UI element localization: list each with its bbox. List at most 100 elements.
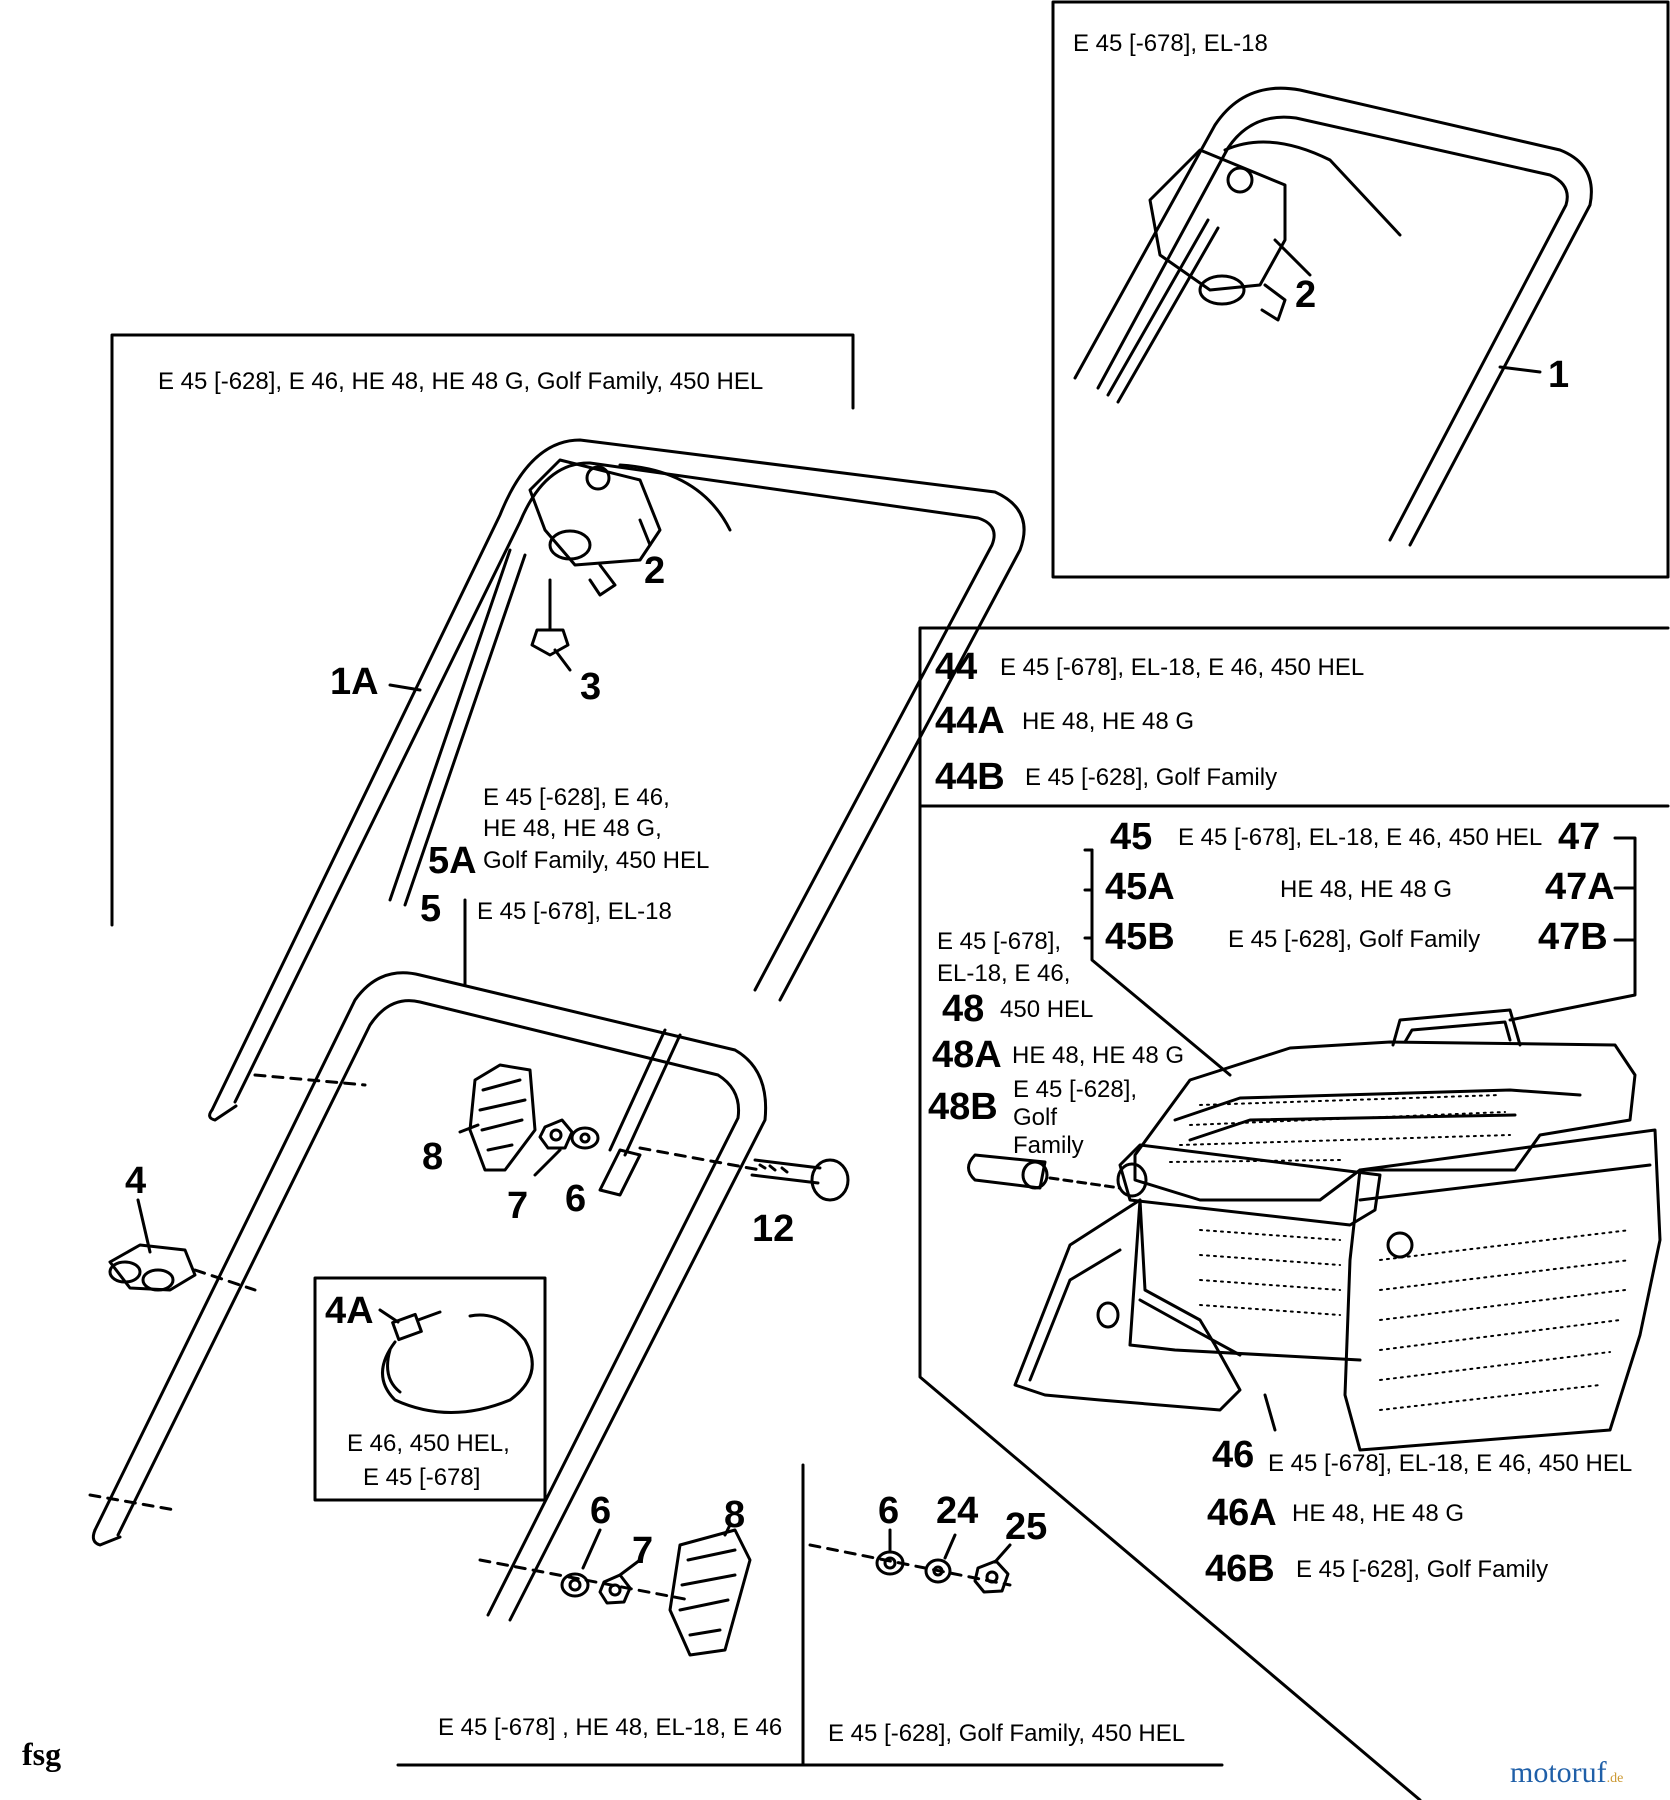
leader-24 [943, 1533, 957, 1560]
part-label-24: 24 [936, 1490, 979, 1532]
part-label-4: 4 [125, 1160, 147, 1202]
variant-46b-models: E 45 [-628], Golf Family [1296, 1556, 1549, 1583]
variant-48-code: 48 [942, 988, 985, 1030]
leader-8b [723, 1523, 732, 1537]
variant-46b-code: 46B [1205, 1548, 1275, 1590]
variant-45-code: 45 [1110, 816, 1153, 858]
leader-2a [1273, 238, 1312, 277]
note-5: E 45 [-678], EL-18 [477, 898, 672, 925]
leader-25 [993, 1543, 1012, 1564]
panel-top-right-frame [1051, 0, 1670, 579]
panel-clamp-frame [313, 1276, 547, 1502]
variant-46-models: E 45 [-678], EL-18, E 46, 450 HEL [1268, 1450, 1633, 1477]
part-label-6a: 6 [565, 1178, 587, 1220]
leader-1 [1498, 365, 1542, 374]
caption-top-right: E 45 [-678], EL-18 [1073, 30, 1268, 57]
note-5a-line1: E 45 [-628], E 46, [483, 784, 670, 811]
variant-44-code: 44 [935, 646, 978, 688]
clip-4-axis [193, 1268, 257, 1292]
bracket-45-leader [1090, 848, 1232, 1077]
bolt-icon [750, 1158, 850, 1202]
caption-bottom-right: E 45 [-628], Golf Family, 450 HEL [828, 1720, 1186, 1747]
variant-45a-models: HE 48, HE 48 G [1280, 876, 1453, 903]
leader-7b [618, 1558, 642, 1577]
part-label-3: 3 [580, 666, 602, 708]
washer-6c [875, 1550, 905, 1576]
bolt-axis-left [253, 1073, 367, 1087]
watermark-logo: motoruf.de [1510, 1758, 1623, 1788]
variant-48a-models: HE 48, HE 48 G [1012, 1042, 1185, 1069]
clip-2-upper [528, 458, 662, 597]
caption-4a-line1: E 46, 450 HEL, [347, 1430, 510, 1457]
variant-44a-models: HE 48, HE 48 G [1022, 708, 1195, 735]
leader-2b [638, 518, 652, 547]
grass-bag-icon [967, 1008, 1662, 1452]
variant-48a-code: 48A [932, 1034, 1002, 1076]
caption-bottom-left: E 45 [-678] , HE 48, EL-18, E 46 [438, 1714, 783, 1741]
part-label-8b: 8 [724, 1494, 746, 1536]
caption-top-left: E 45 [-628], E 46, HE 48, HE 48 G, Golf … [158, 368, 764, 395]
note-5a-line2: HE 48, HE 48 G, [483, 815, 662, 842]
clip-4 [108, 1243, 197, 1292]
nut-icon [538, 1118, 574, 1150]
variant-45a-code: 45A [1105, 866, 1175, 908]
leader-6b [581, 1528, 602, 1570]
panel-bag-frame [918, 626, 1670, 1800]
watermark-brand: motoruf [1510, 1756, 1607, 1789]
variant-46a-models: HE 48, HE 48 G [1292, 1500, 1465, 1527]
cable-clip-icon [1148, 148, 1287, 322]
variant-48b-models-line1: E 45 [-628], [1013, 1076, 1138, 1103]
bracket-47-leader [1508, 836, 1637, 1022]
part-label-25: 25 [1005, 1506, 1048, 1548]
variant-46-code: 46 [1212, 1434, 1255, 1476]
variant-47a-code: 47A [1545, 866, 1615, 908]
leader-3 [553, 648, 572, 672]
part-label-5: 5 [420, 888, 442, 930]
part-label-4a: 4A [325, 1290, 374, 1332]
hose-clamp-icon [381, 1310, 534, 1414]
part-label-7b: 7 [632, 1530, 654, 1572]
washer-6b [560, 1572, 590, 1598]
part-label-8a: 8 [422, 1136, 444, 1178]
screw-icon [530, 578, 570, 657]
part-label-1a: 1A [330, 661, 379, 703]
lock-washer-24 [924, 1558, 952, 1584]
part-label-7a: 7 [507, 1185, 529, 1227]
variant-44a-code: 44A [935, 700, 1005, 742]
nut-axis [808, 1543, 1012, 1587]
caption-4a-line2: E 45 [-678] [363, 1464, 481, 1491]
washer-icon [570, 1126, 600, 1150]
leader-46 [1263, 1393, 1277, 1432]
watermark-suffix: .de [1606, 1771, 1624, 1786]
lower-axis-left [88, 1493, 177, 1512]
upper-handle-1a [208, 438, 1026, 1122]
leader-1a [388, 683, 422, 692]
variant-47b-code: 47B [1538, 916, 1608, 958]
variant-48b-code: 48B [928, 1086, 998, 1128]
variant-44b-code: 44B [935, 756, 1005, 798]
note-5a-line3: Golf Family, 450 HEL [483, 847, 710, 874]
variant-44b-models: E 45 [-628], Golf Family [1025, 764, 1278, 791]
part-label-6b: 6 [590, 1490, 612, 1532]
leader-4 [136, 1198, 152, 1254]
bolt-axis-right [638, 1146, 762, 1172]
variant-48b-models-line2: Golf [1013, 1104, 1058, 1131]
variant-45b-code: 45B [1105, 916, 1175, 958]
knob-icon [468, 1063, 537, 1172]
knob-8b [668, 1528, 752, 1657]
variant-45b-models: E 45 [-628], Golf Family [1228, 926, 1481, 953]
variant-48-models-line1: E 45 [-678], [937, 928, 1062, 955]
leader-7a [533, 1148, 562, 1177]
part-label-2b: 2 [644, 550, 666, 592]
lower-handle-5 [91, 971, 768, 1622]
panel-top-left-frame [110, 333, 855, 927]
variant-48b-models-line3: Family [1013, 1132, 1084, 1159]
variant-48-models-line2: EL-18, E 46, [937, 960, 1071, 987]
variant-48-models-line3: 450 HEL [1000, 996, 1094, 1023]
leader-8a [458, 1123, 480, 1134]
part-label-2a: 2 [1295, 274, 1317, 316]
variant-44-models: E 45 [-678], EL-18, E 46, 450 HEL [1000, 654, 1365, 681]
nut-25 [973, 1559, 1010, 1594]
